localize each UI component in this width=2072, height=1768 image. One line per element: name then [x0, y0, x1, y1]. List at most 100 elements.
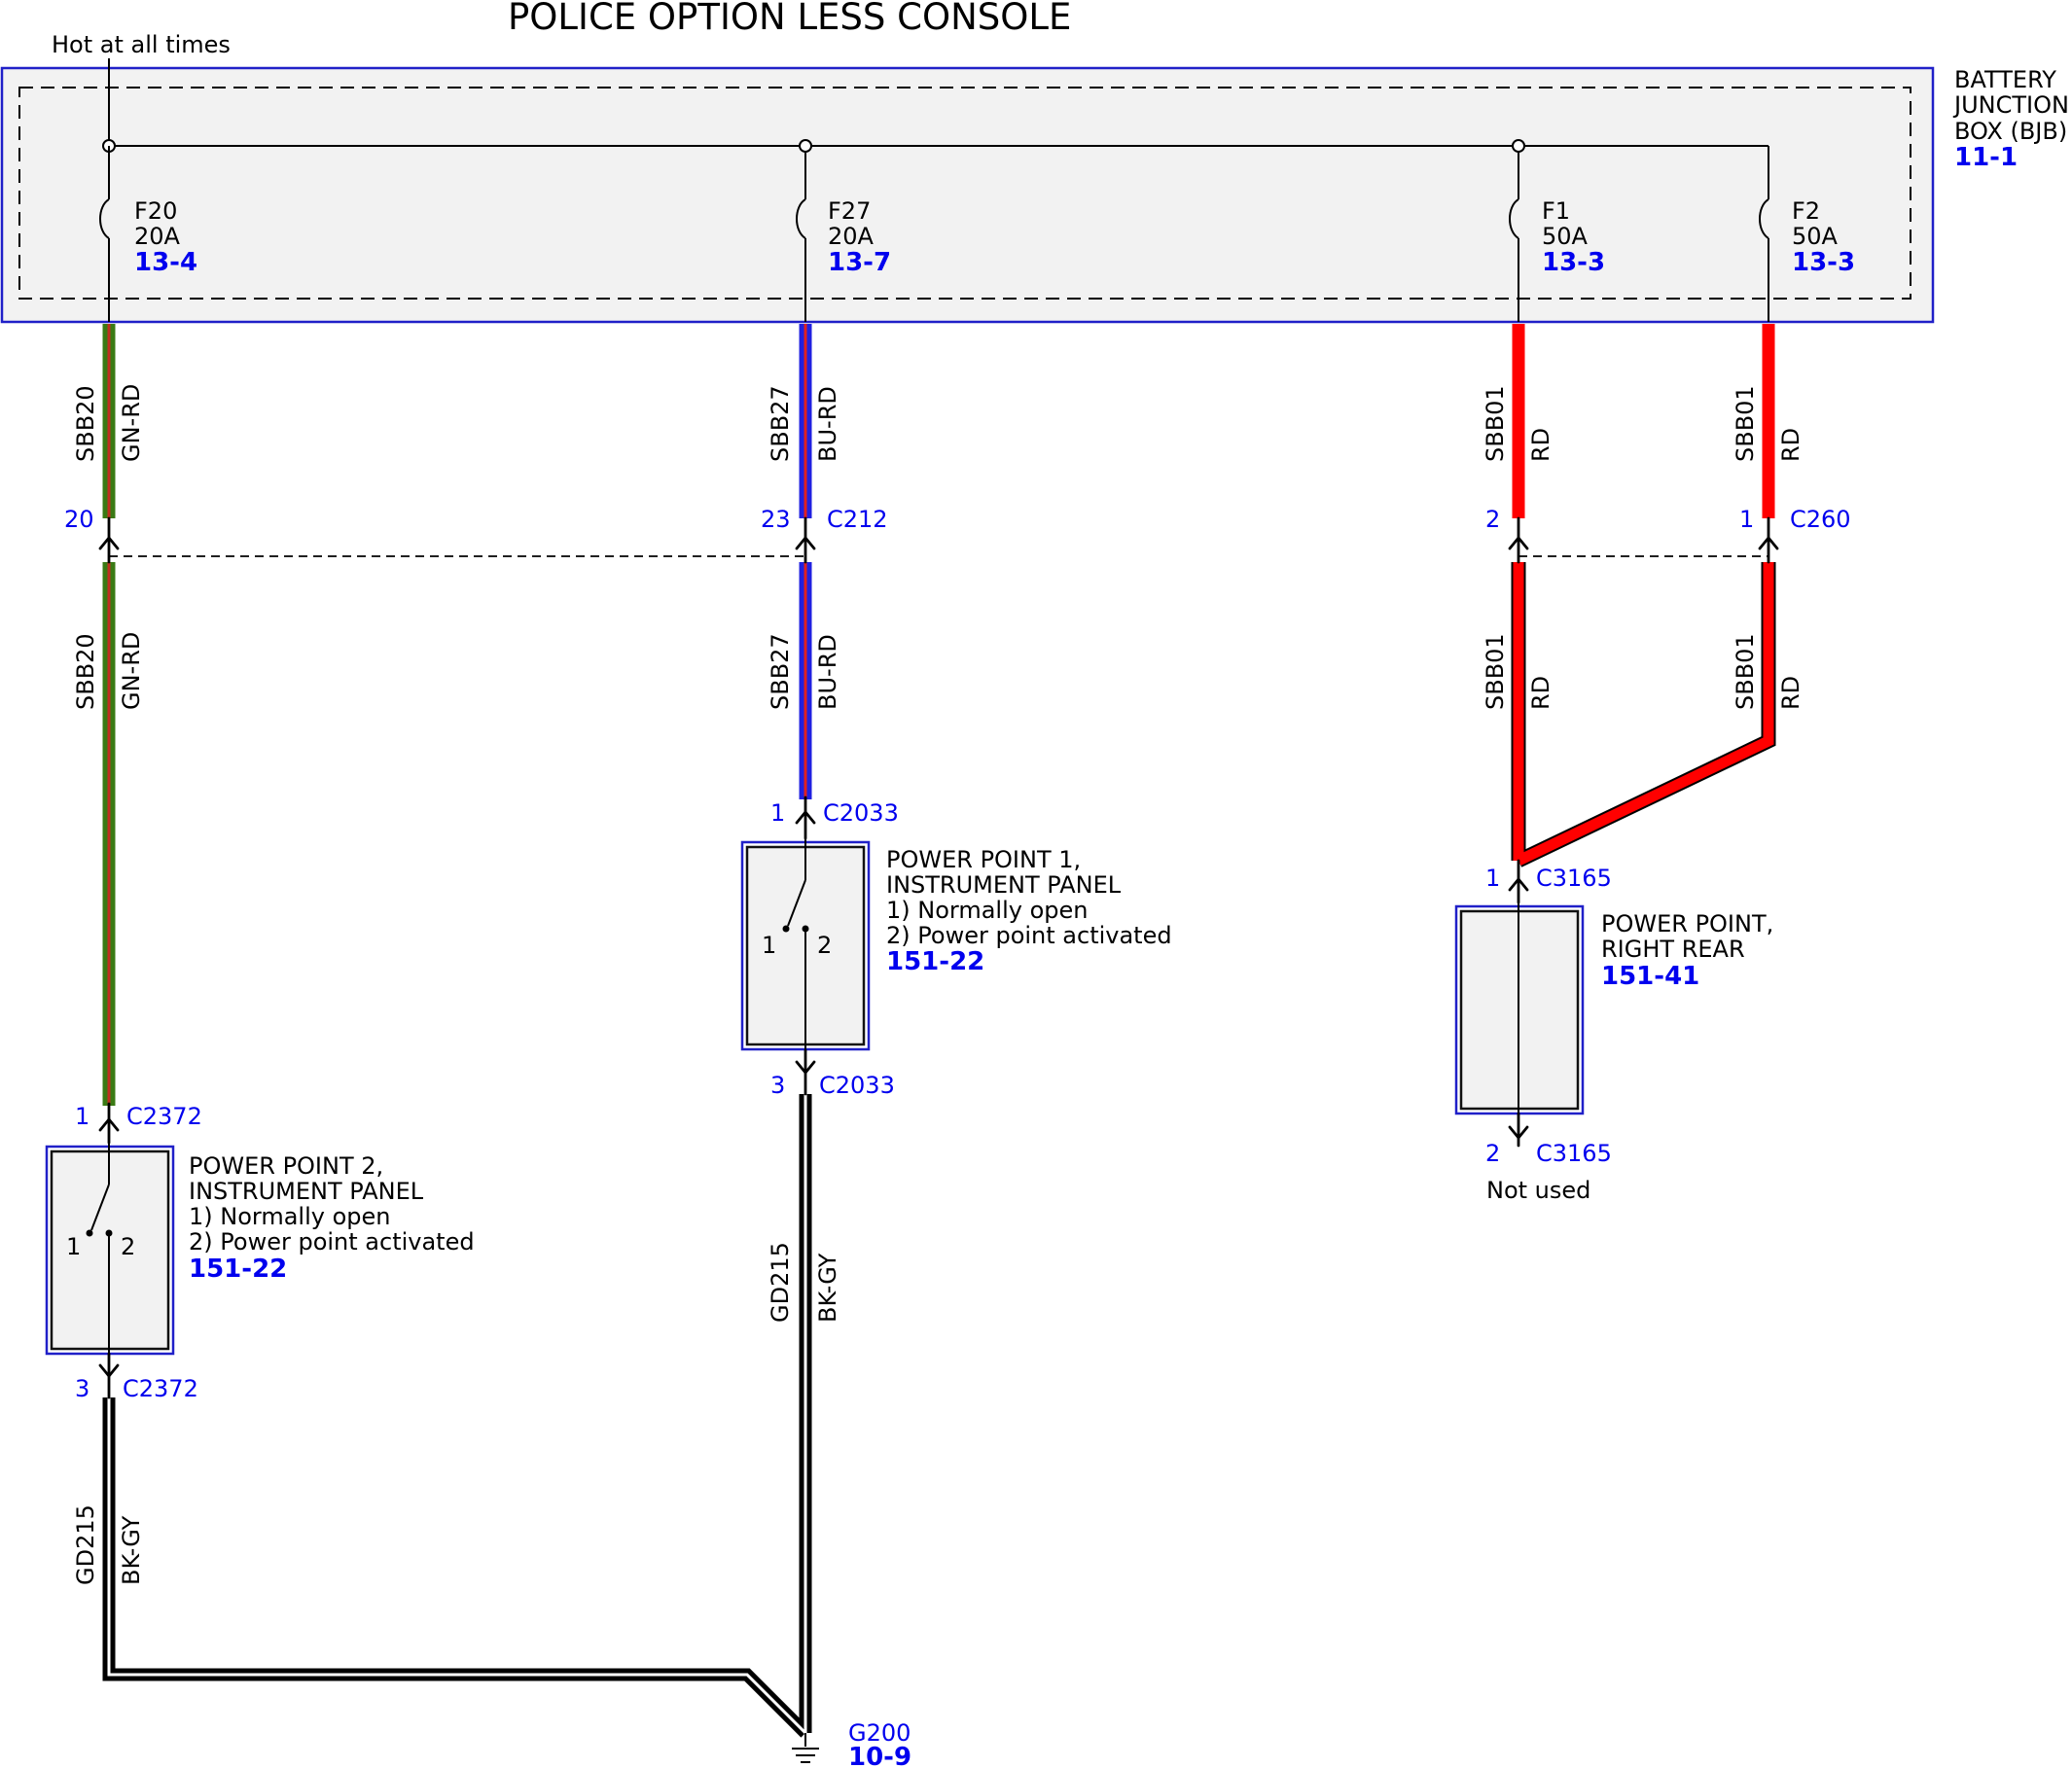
connector-pin-label: 2 — [1485, 1140, 1500, 1167]
battery-junction-box — [0, 66, 1935, 324]
wire-color-label: RD — [1777, 428, 1804, 462]
fuse-f20-rating: 20A — [134, 223, 181, 250]
power-point-1-label-line3: 1) Normally open — [886, 897, 1089, 924]
fuse-symbol — [1759, 190, 1769, 322]
connector-c2372-name: C2372 — [126, 1103, 202, 1130]
wire-gd215-runs — [102, 1094, 812, 1738]
wire-color-label: GN-RD — [118, 632, 145, 710]
power-point-2-label-line4: 2) Power point activated — [189, 1228, 475, 1255]
power-point-1-label-line4: 2) Power point activated — [886, 922, 1172, 949]
power-point-2-label-line1: POWER POINT 2, — [189, 1152, 383, 1180]
wire-color-label: RD — [1527, 676, 1554, 710]
connector-c212-name: C212 — [827, 506, 888, 533]
power-point-1-label-line1: POWER POINT 1, — [886, 846, 1081, 873]
wire-circuit-label: GD215 — [72, 1504, 99, 1585]
fuse-symbol — [1509, 190, 1519, 322]
fuse-symbol — [796, 190, 806, 322]
bjb-label-line2: JUNCTION — [1952, 91, 2069, 119]
wire-circuit-label: SBB20 — [72, 633, 99, 710]
fuse-f20-name: F20 — [134, 197, 177, 225]
fuse-f1-rating: 50A — [1542, 223, 1589, 250]
wire-color-label: BU-RD — [814, 386, 841, 462]
connector-symbol — [98, 1352, 120, 1399]
power-point-1-box — [740, 838, 871, 1079]
bjb-inner-boundary — [18, 87, 1911, 300]
not-used-label: Not used — [1486, 1177, 1590, 1204]
wire-color-label: BU-RD — [814, 634, 841, 710]
fuse-f1-name: F1 — [1542, 197, 1570, 225]
bjb-power-bus — [102, 58, 1769, 190]
bjb-outline — [0, 66, 1935, 324]
connector-pin-label: 23 — [761, 506, 791, 533]
connector-symbol — [1508, 1112, 1529, 1148]
connector-pin-label: 1 — [770, 799, 785, 827]
power-point-1-pin1: 1 — [762, 932, 776, 959]
hot-at-all-times-label: Hot at all times — [52, 31, 231, 58]
connector-symbol — [1508, 859, 1529, 904]
power-point-2-pin1: 1 — [66, 1233, 81, 1260]
fuse-f2-ref-link[interactable]: 13-3 — [1792, 248, 1855, 277]
bjb-label-line1: BATTERY — [1954, 66, 2056, 93]
connector-symbol — [795, 796, 816, 840]
fuse-symbol — [99, 146, 110, 322]
bjb-ref-link[interactable]: 11-1 — [1954, 143, 2018, 172]
fuse-f27-name: F27 — [828, 197, 871, 225]
wire-color-label: GN-RD — [118, 384, 145, 462]
wire-circuit-label: SBB01 — [1732, 633, 1759, 710]
power-point-2-ref-link[interactable]: 151-22 — [189, 1255, 287, 1284]
fuse-f2-rating: 50A — [1792, 223, 1839, 250]
wire-circuit-label: SBB01 — [1482, 385, 1509, 462]
fuse-f27-rating: 20A — [828, 223, 875, 250]
wire-color-label: RD — [1527, 428, 1554, 462]
connector-symbol — [98, 516, 120, 564]
fuse-f20-ref-link[interactable]: 13-4 — [134, 248, 197, 277]
ground-ref-link[interactable]: 10-9 — [848, 1743, 911, 1768]
power-point-right-rear-box — [1454, 902, 1585, 1128]
power-point-2-label-line3: 1) Normally open — [189, 1203, 391, 1230]
diagram-title: POLICE OPTION LESS CONSOLE — [508, 0, 1071, 38]
connector-pin-label: 1 — [75, 1103, 89, 1130]
power-point-right-rear-label-line1: POWER POINT, — [1601, 910, 1773, 937]
connector-symbol — [1758, 516, 1779, 564]
fuse-f2-name: F2 — [1792, 197, 1820, 225]
wire-color-label: BK-GY — [118, 1515, 145, 1585]
wire-color-label: RD — [1777, 676, 1804, 710]
fuse-f27-ref-link[interactable]: 13-7 — [828, 248, 891, 277]
wire-circuit-label: SBB01 — [1732, 385, 1759, 462]
connector-pin-label: 3 — [75, 1375, 89, 1402]
ground-icon — [792, 1733, 819, 1763]
wire-sbb01-lower-splice — [1511, 562, 1776, 867]
connector-c2372-name: C2372 — [123, 1375, 198, 1402]
connector-symbol — [1508, 516, 1529, 564]
connector-symbol — [795, 1048, 816, 1096]
connector-c2033-name: C2033 — [823, 799, 899, 827]
power-point-2-label-line2: INSTRUMENT PANEL — [189, 1178, 424, 1205]
bjb-label-line3: BOX (BJB) — [1954, 118, 2067, 145]
wire-circuit-label: SBB20 — [72, 385, 99, 462]
power-point-1-label-line2: INSTRUMENT PANEL — [886, 871, 1122, 899]
fuse-f1-ref-link[interactable]: 13-3 — [1542, 248, 1605, 277]
wire-circuit-label: GD215 — [767, 1242, 794, 1323]
power-point-1-ref-link[interactable]: 151-22 — [886, 947, 984, 976]
connector-c2033-name: C2033 — [819, 1072, 895, 1099]
power-point-right-rear-label-line2: RIGHT REAR — [1601, 936, 1745, 963]
connector-symbol — [795, 516, 816, 564]
wire-circuit-label: SBB27 — [767, 633, 794, 710]
power-point-1-pin2: 2 — [817, 932, 832, 959]
connector-pin-label: 1 — [1739, 506, 1754, 533]
wire-color-label: BK-GY — [814, 1253, 841, 1323]
connector-c260-name: C260 — [1790, 506, 1851, 533]
connector-pin-label: 2 — [1485, 506, 1500, 533]
wire-circuit-label: SBB01 — [1482, 633, 1509, 710]
connector-pin-label: 3 — [770, 1072, 785, 1099]
connector-pin-label: 20 — [64, 506, 94, 533]
power-point-right-rear-ref-link[interactable]: 151-41 — [1601, 962, 1699, 991]
connector-pin-label: 1 — [1485, 865, 1500, 892]
connector-c3165-name: C3165 — [1536, 865, 1612, 892]
power-point-2-pin2: 2 — [121, 1233, 135, 1260]
power-point-2-box — [45, 1143, 175, 1381]
ground-g200-name: G200 — [848, 1719, 911, 1747]
connector-symbol — [98, 1102, 120, 1145]
connector-c3165-name: C3165 — [1536, 1140, 1612, 1167]
